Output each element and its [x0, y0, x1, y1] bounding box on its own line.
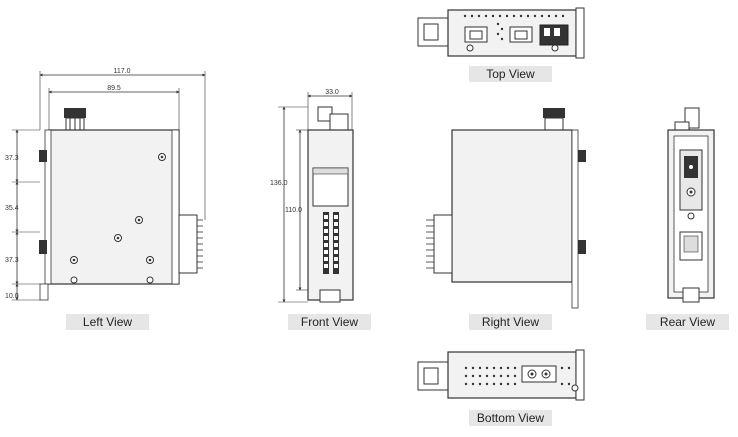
front-view-drawing: 33.0 136.0 110.0	[270, 89, 354, 303]
left-view-drawing: 117.0 89.5 37.3 35.4 37.3 10.0	[5, 68, 206, 301]
bottom-view-label: Bottom View	[469, 410, 552, 426]
dim-left-body-width: 89.5	[107, 85, 121, 92]
right-view-drawing	[426, 108, 586, 309]
right-view-label: Right View	[469, 314, 552, 330]
dim-left-seg3: 37.3	[5, 257, 19, 264]
rear-view-label: Rear View	[646, 314, 729, 330]
dim-front-width: 33.0	[325, 89, 339, 96]
dim-front-total-height: 136.0	[270, 180, 288, 187]
rear-view-drawing	[667, 107, 715, 303]
bottom-view-drawing	[417, 349, 585, 401]
dim-front-body-height: 110.0	[285, 207, 302, 214]
front-view-label: Front View	[288, 314, 371, 330]
dim-left-total-width: 117.0	[114, 68, 131, 75]
dim-left-seg4: 10.0	[5, 293, 19, 300]
top-view-label: Top View	[469, 66, 552, 82]
top-view-drawing	[417, 7, 585, 59]
dim-left-seg1: 37.3	[5, 155, 19, 162]
left-view-label: Left View	[66, 314, 149, 330]
dim-left-seg2: 35.4	[5, 205, 19, 212]
